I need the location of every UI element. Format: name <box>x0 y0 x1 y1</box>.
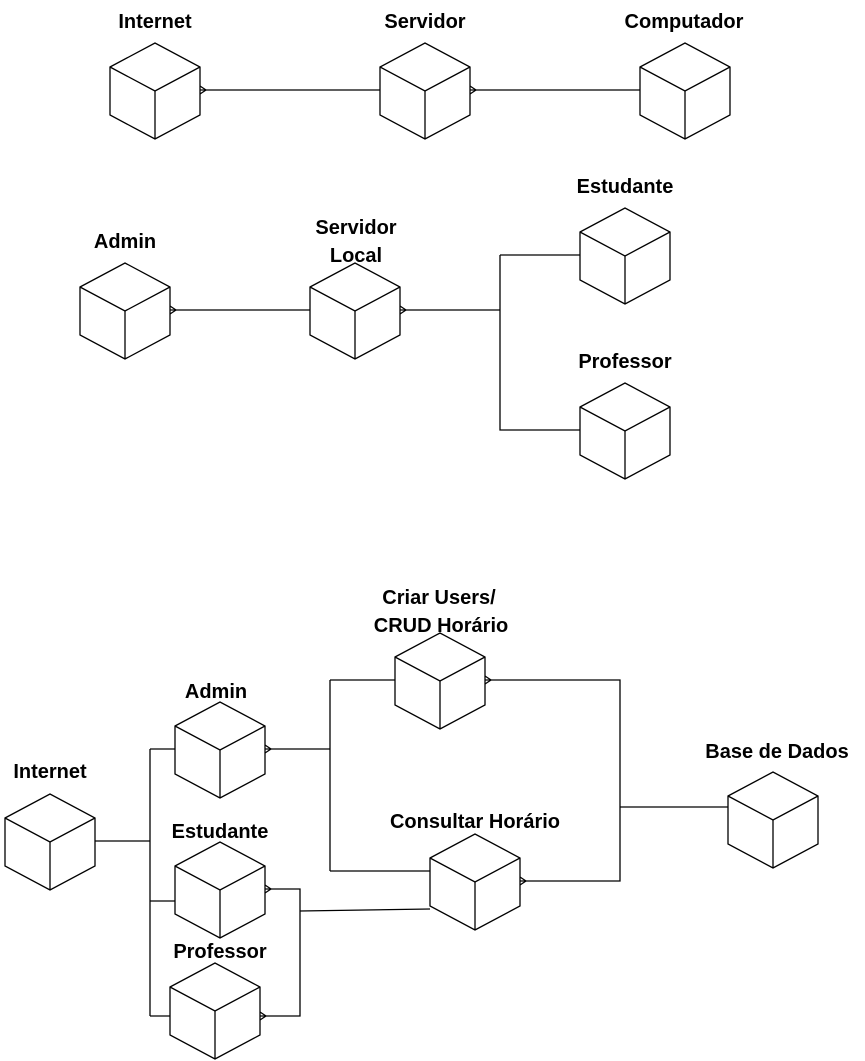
internet-node[interactable] <box>109 42 201 140</box>
consultar-horario-node[interactable] <box>429 833 521 931</box>
professor-node[interactable] <box>579 382 671 480</box>
estudante-node[interactable] <box>579 207 671 305</box>
internet-label: Internet <box>13 761 87 783</box>
estudante-label: Estudante <box>172 821 269 843</box>
connector-mark <box>469 85 478 95</box>
edge-estudante-consultar <box>299 908 431 912</box>
edge-junction-professor <box>499 310 580 431</box>
estudante-node[interactable] <box>174 841 266 939</box>
edge-criar-users-right-bus <box>485 679 621 882</box>
computador-label: Computador <box>625 11 744 33</box>
estudante-label: Estudante <box>577 176 674 198</box>
edge-junction-estudante <box>499 254 580 310</box>
diagram-2: Admin Servidor Local Estudante Professor <box>79 176 674 480</box>
consultar-horario-label: Consultar Horário <box>390 811 560 833</box>
computador-node[interactable] <box>639 42 731 140</box>
connector-mark <box>264 884 273 894</box>
base-de-dados-node[interactable] <box>727 771 819 869</box>
admin-node[interactable] <box>174 701 266 799</box>
servidor-local-label-line2: Local <box>330 245 382 267</box>
professor-label: Professor <box>578 351 672 373</box>
diagram-1: Internet Servidor Computador <box>109 11 744 140</box>
criar-users-label-line1: Criar Users/ <box>382 587 496 609</box>
connector-mark <box>484 675 493 685</box>
connector-mark <box>199 85 208 95</box>
connector-mark <box>519 876 528 886</box>
criar-users-label-line2: CRUD Horário <box>374 615 508 637</box>
admin-node[interactable] <box>79 262 171 360</box>
servidor-local-node[interactable] <box>309 262 401 360</box>
servidor-node[interactable] <box>379 42 471 140</box>
servidor-label: Servidor <box>384 11 465 33</box>
base-de-dados-label: Base de Dados <box>705 741 848 763</box>
connector-mark <box>259 1011 268 1021</box>
connector-mark <box>399 305 408 315</box>
connector-mark <box>264 744 273 754</box>
professor-node[interactable] <box>169 962 261 1060</box>
connector-mark <box>169 305 178 315</box>
admin-label: Admin <box>185 681 247 703</box>
servidor-local-label-line1: Servidor <box>315 217 396 239</box>
internet-node[interactable] <box>4 793 96 891</box>
diagram-3: Criar Users/ CRUD Horário Admin Internet… <box>4 587 849 1060</box>
criar-users-node[interactable] <box>394 632 486 730</box>
internet-label: Internet <box>118 11 192 33</box>
admin-label: Admin <box>94 231 156 253</box>
edge-estudante-professor-bus <box>260 888 301 1017</box>
professor-label: Professor <box>173 941 267 963</box>
